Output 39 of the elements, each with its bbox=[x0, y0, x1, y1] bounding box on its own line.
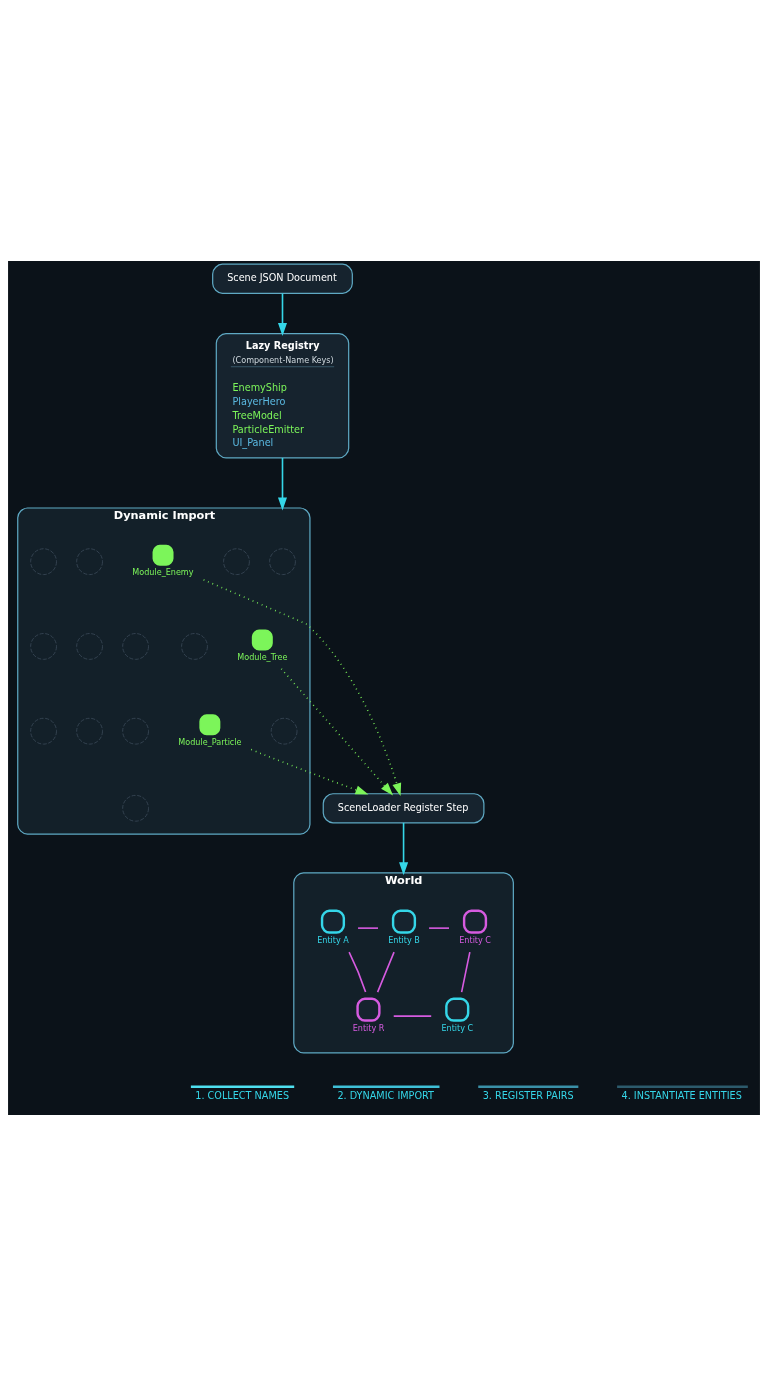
node-box: SceneLoader Register Step bbox=[322, 793, 485, 824]
node-circle bbox=[76, 633, 103, 660]
connector bbox=[392, 1015, 432, 1017]
connector bbox=[428, 927, 450, 929]
label: 3. REGISTER PAIRS bbox=[482, 1089, 574, 1101]
node-label: Entity A bbox=[317, 936, 349, 946]
arrow bbox=[277, 292, 288, 336]
node-circle bbox=[270, 717, 298, 745]
node-label: Entity B bbox=[388, 936, 420, 946]
node-circle bbox=[181, 633, 208, 660]
arrow bbox=[399, 822, 409, 876]
arrow bbox=[280, 668, 394, 796]
node-circle bbox=[76, 548, 103, 575]
node-circle bbox=[76, 717, 103, 745]
node-circle bbox=[269, 548, 296, 575]
label: 2. DYNAMIC IMPORT bbox=[337, 1089, 434, 1101]
arrow bbox=[250, 748, 369, 795]
label: 4. INSTANTIATE ENTITIES bbox=[621, 1089, 742, 1101]
node-circle bbox=[122, 794, 149, 822]
connector bbox=[348, 951, 367, 993]
arrow bbox=[277, 457, 288, 511]
node-box: Lazy Registry (Component-Name Keys) EnemyShip PlayerHero TreeModel ParticleEmitter UI_Panel bbox=[215, 333, 350, 459]
node-circle bbox=[122, 633, 149, 660]
node-label: Module_Tree bbox=[237, 653, 288, 663]
node-circle bbox=[223, 548, 250, 575]
node-label: Entity C bbox=[441, 1024, 474, 1034]
node-circle bbox=[30, 633, 57, 660]
connector bbox=[460, 951, 471, 993]
connector bbox=[376, 951, 395, 993]
node-label: Module_Enemy bbox=[132, 568, 194, 578]
node-circle bbox=[122, 717, 149, 745]
connector bbox=[357, 927, 379, 929]
node-box: Scene JSON Document bbox=[212, 263, 353, 294]
node-label: Module_Particle bbox=[178, 737, 242, 747]
node-label: Entity C bbox=[459, 936, 491, 946]
node-label: Entity R bbox=[352, 1024, 385, 1034]
node-circle bbox=[30, 717, 57, 745]
label: 1. COLLECT NAMES bbox=[195, 1089, 290, 1101]
node-circle bbox=[30, 548, 57, 575]
